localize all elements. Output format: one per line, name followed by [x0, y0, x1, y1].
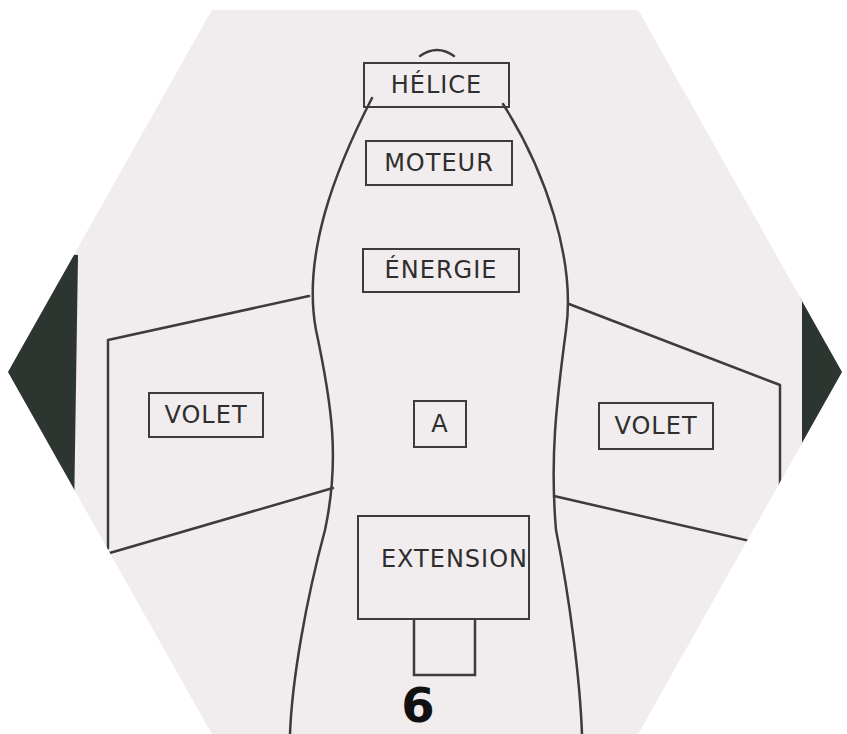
extension-tab-outline	[414, 619, 475, 675]
photo-edge	[800, 255, 847, 505]
part-name: A	[431, 411, 448, 437]
part-box: ÉNERGIE	[362, 248, 520, 293]
part-name: VOLET	[614, 413, 697, 439]
part-name: VOLET	[164, 402, 247, 428]
left-wing-trailing	[96, 488, 333, 557]
nose-tip	[420, 50, 454, 56]
part-box: A	[413, 400, 467, 448]
part-box: VOLET	[148, 392, 264, 438]
extension-tab	[411, 619, 491, 679]
fuselage-left	[290, 98, 372, 734]
left-wing	[100, 296, 309, 556]
callout-number: 6	[401, 681, 434, 729]
part-name: EXTENSION	[381, 546, 528, 572]
right-wing-tip	[786, 548, 800, 552]
paper-sheet	[78, 0, 802, 734]
part-name: HÉLICE	[391, 72, 483, 98]
part-box: MOTEUR	[365, 140, 513, 186]
part-box: VOLET	[598, 402, 714, 450]
right-wing	[554, 304, 780, 548]
part-name: MOTEUR	[384, 150, 494, 176]
photo-edge	[0, 250, 78, 520]
part-name: ÉNERGIE	[385, 257, 498, 283]
fuselage-right	[503, 104, 582, 734]
part-box: HÉLICE	[363, 62, 510, 108]
extension-box: EXTENSION	[357, 515, 530, 620]
